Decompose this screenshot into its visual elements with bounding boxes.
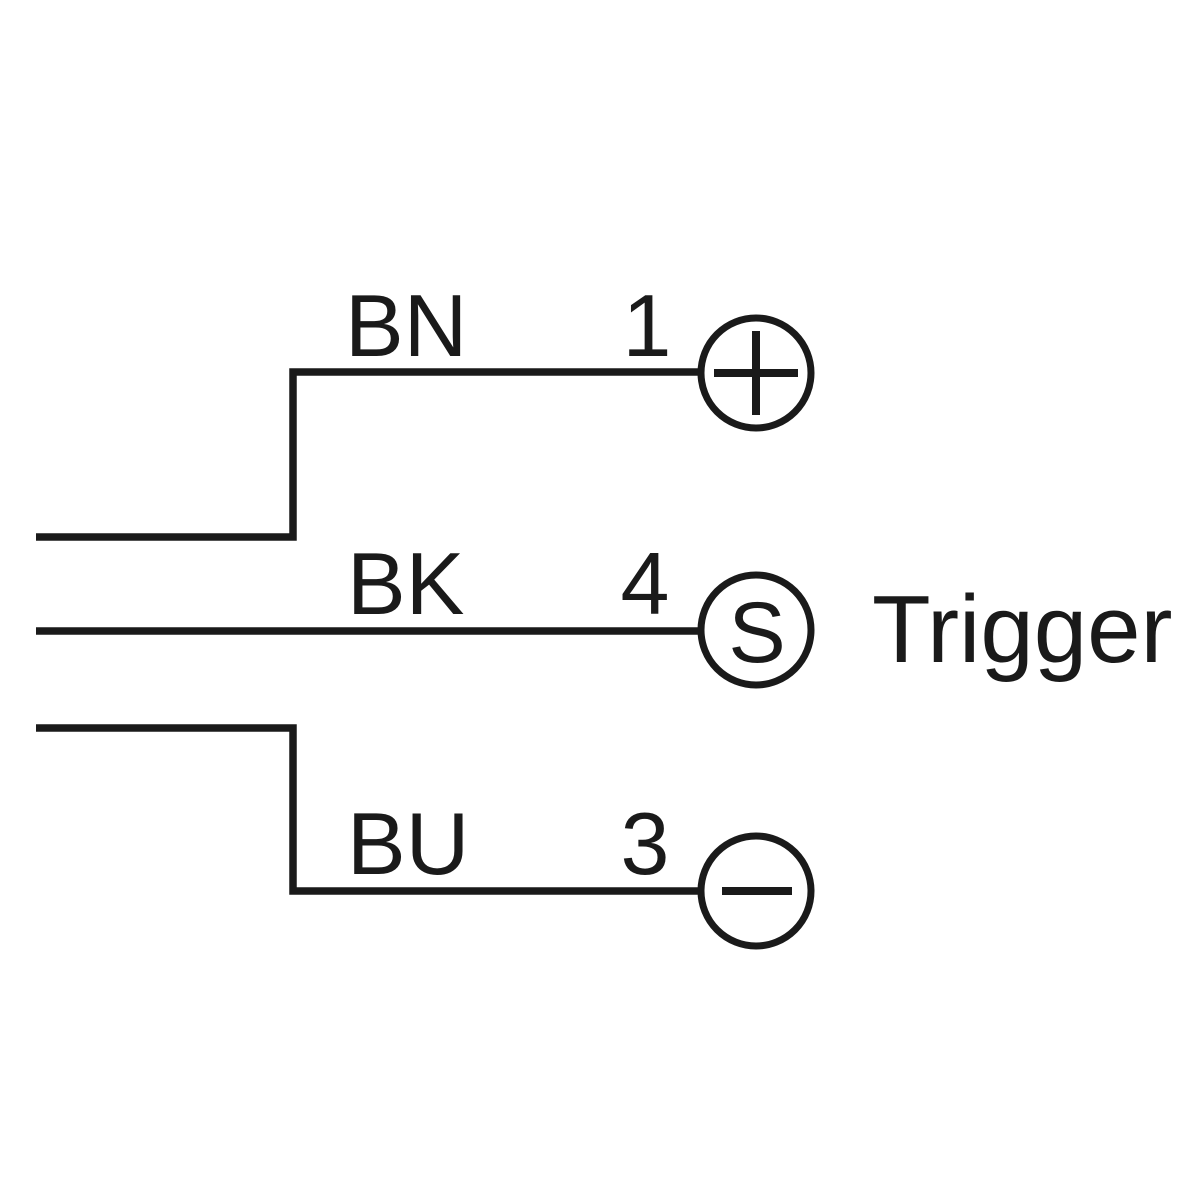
- pin-number-1: 1: [623, 276, 672, 375]
- wire-row-bk: BK 4 S Trigger: [36, 534, 1173, 689]
- terminal-circle-signal: [697, 571, 815, 689]
- wire-path-bu: [36, 724, 699, 895]
- wire-label-bn: BN: [345, 276, 467, 375]
- wire-label-bk: BK: [347, 534, 464, 633]
- function-label-trigger: Trigger: [872, 576, 1173, 683]
- wire-row-bu: BU 3: [36, 724, 815, 950]
- plus-icon: [714, 331, 798, 415]
- pin-number-3: 3: [621, 794, 670, 893]
- wire-row-bn: BN 1: [36, 276, 815, 541]
- pin-number-4: 4: [621, 534, 670, 633]
- wire-path-bn: [36, 368, 699, 541]
- wire-label-bu: BU: [347, 794, 469, 893]
- signal-icon: S: [728, 585, 785, 681]
